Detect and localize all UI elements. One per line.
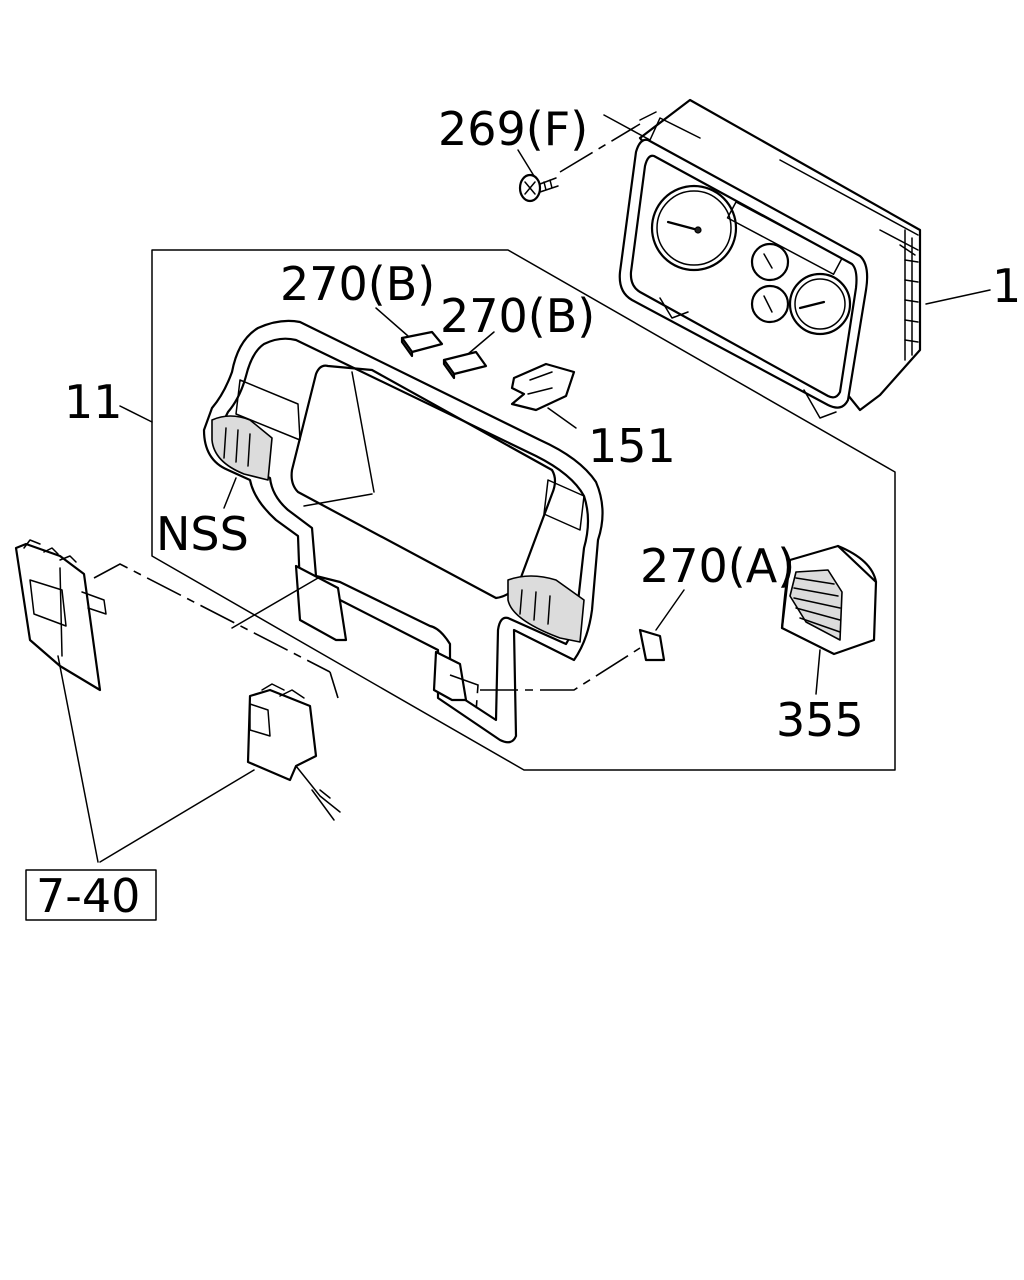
instrument-panel-trim <box>202 319 604 744</box>
label-ref-box: 7-40 <box>36 869 140 923</box>
label-screw: 269(F) <box>438 102 588 156</box>
label-clip-upper-1: 270(B) <box>280 257 435 311</box>
panel-group-outline <box>151 249 896 771</box>
instrument-cluster <box>603 98 922 419</box>
label-clip-lower: 270(A) <box>640 539 795 593</box>
label-vent: 355 <box>776 693 864 747</box>
bracket-151 <box>510 362 576 412</box>
switch-lower <box>246 683 341 821</box>
clip-270a <box>638 628 666 662</box>
clip-270b-1 <box>400 330 444 358</box>
clip-270b-2 <box>442 350 488 380</box>
label-cluster: 1 <box>992 259 1021 313</box>
label-nss: NSS <box>156 507 249 561</box>
air-vent-355 <box>780 544 878 656</box>
switch-left <box>14 539 107 692</box>
label-bracket: 151 <box>588 419 676 473</box>
screw <box>518 173 559 203</box>
ref-box <box>25 869 157 921</box>
label-panel-group: 11 <box>64 375 123 429</box>
label-clip-upper-2: 270(B) <box>440 289 595 343</box>
